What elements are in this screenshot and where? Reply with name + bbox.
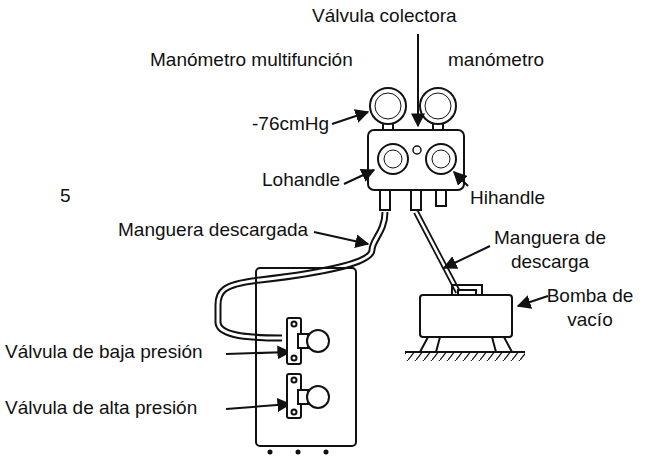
part-label: Válvula de alta presión xyxy=(5,396,197,420)
leader xyxy=(226,404,290,409)
pipe-end xyxy=(296,450,301,455)
leader xyxy=(226,352,290,354)
low-knob xyxy=(378,144,408,174)
pipe-end xyxy=(268,450,273,455)
callout-number: 5 xyxy=(60,184,71,208)
pressure-value: -76cmHg xyxy=(252,112,329,136)
pump-hose xyxy=(416,212,458,292)
leader xyxy=(332,112,368,124)
pipe-end xyxy=(324,450,329,455)
port xyxy=(436,190,446,206)
low-gauge xyxy=(370,88,406,124)
leader xyxy=(417,34,419,126)
vacuum-pump xyxy=(420,295,512,337)
part-label: Válvula colectora xyxy=(312,4,457,28)
ground xyxy=(405,351,525,353)
part-label: Hihandle xyxy=(470,186,545,210)
leader xyxy=(444,246,490,268)
port xyxy=(380,190,390,210)
part-label: manómetro xyxy=(448,48,544,72)
low-pressure-valve xyxy=(307,330,329,352)
high-gauge xyxy=(420,88,456,124)
part-label: Manguera descargada xyxy=(118,218,308,242)
leader xyxy=(518,296,548,306)
part-label: Manómetro multifunción xyxy=(150,48,353,72)
high-pressure-valve xyxy=(307,386,329,408)
part-label: Lohandle xyxy=(262,168,340,192)
part-label: Válvula de baja presión xyxy=(5,340,203,364)
leader xyxy=(344,170,374,184)
port xyxy=(411,190,421,210)
leader xyxy=(454,172,468,186)
high-knob xyxy=(426,144,456,174)
leader xyxy=(314,232,368,244)
outdoor-unit xyxy=(256,268,356,446)
part-label: Manguera de descarga xyxy=(488,226,612,274)
manifold-body xyxy=(368,130,464,190)
part-label: Bomba de vacío xyxy=(540,284,640,332)
